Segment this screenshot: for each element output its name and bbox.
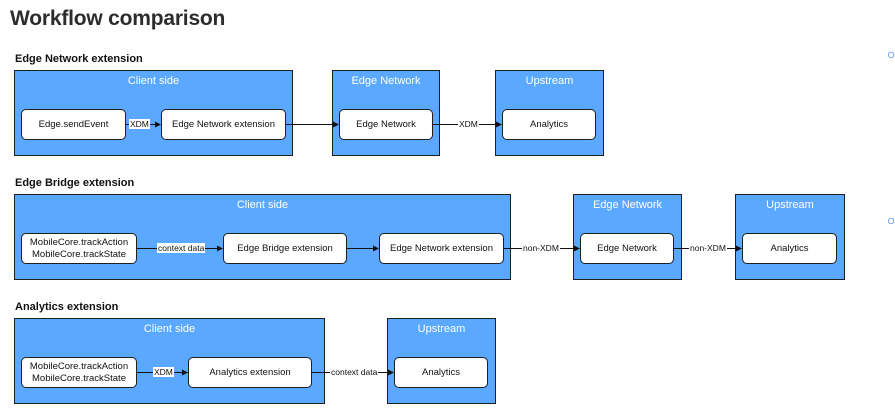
- node-edge-bridge-extension: Edge Bridge extension: [223, 233, 347, 264]
- node-edge-network: Edge Network: [580, 233, 674, 264]
- node-analytics: Analytics: [502, 109, 596, 140]
- node-edge-network-extension: Edge Network extension: [379, 233, 504, 264]
- node-analytics: Analytics: [394, 357, 488, 388]
- node-edge-network: Edge Network: [339, 109, 433, 140]
- region-label: Edge Network: [592, 199, 663, 211]
- copy-link-icon[interactable]: ○: [887, 46, 895, 62]
- section-title-analytics: Analytics extension: [15, 301, 119, 313]
- node-mobilecore-track: MobileCore.trackAction MobileCore.trackS…: [21, 233, 137, 264]
- region-label: Upstream: [417, 323, 466, 335]
- node-edge-send-event: Edge.sendEvent: [21, 109, 126, 140]
- node-line: MobileCore.trackAction: [29, 360, 129, 372]
- edge-label-xdm: XDM: [458, 119, 479, 129]
- edge-label-xdm: XDM: [153, 367, 174, 377]
- node-line: MobileCore.trackState: [32, 372, 126, 384]
- node-line: MobileCore.trackState: [32, 248, 126, 260]
- node-edge-network-extension: Edge Network extension: [161, 109, 286, 140]
- edge-label-xdm: XDM: [129, 119, 150, 129]
- page-title: Workflow comparison: [10, 7, 226, 30]
- node-analytics: Analytics: [742, 233, 837, 264]
- copy-link-icon[interactable]: ○: [887, 212, 895, 228]
- region-label: Client side: [236, 199, 289, 211]
- region-label: Upstream: [525, 75, 574, 87]
- region-label: Edge Network: [351, 75, 421, 87]
- edge-label-context-data: context data: [157, 243, 206, 253]
- node-line: MobileCore.trackAction: [29, 236, 129, 248]
- region-label: Client side: [127, 75, 180, 87]
- region-label: Upstream: [766, 199, 814, 211]
- edge-label-non-xdm: non-XDM: [522, 243, 560, 253]
- edge-label-non-xdm: non-XDM: [689, 243, 727, 253]
- region-label: Client side: [143, 323, 196, 335]
- node-analytics-extension: Analytics extension: [188, 357, 312, 388]
- section-title-edge-bridge: Edge Bridge extension: [15, 177, 135, 189]
- section-title-edge-network: Edge Network extension: [15, 53, 143, 65]
- edge-label-context-data: context data: [330, 367, 379, 377]
- node-mobilecore-track: MobileCore.trackAction MobileCore.trackS…: [21, 357, 137, 388]
